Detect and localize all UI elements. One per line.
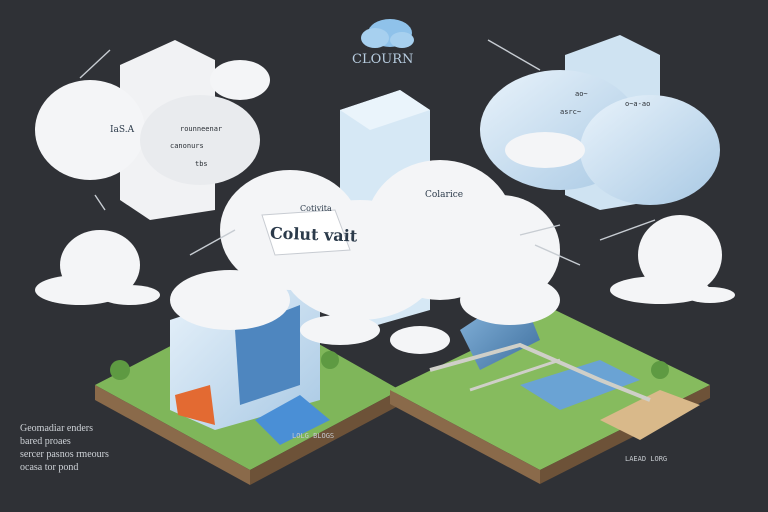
ground-label-left: LOLG BLOGS [292,432,335,440]
flow-arrows [79,39,656,266]
right-panel-line-2: asrc~ [560,108,582,116]
top-small-cloud [361,19,414,48]
legend-caption: Geomadiar enders bared proaes sercer pas… [20,422,109,474]
left-block-line-1: rounneenar [180,125,223,133]
ground-label-right: LAEAD LORG [625,455,668,463]
caption-line-1: Geomadiar enders [20,423,94,434]
center-cloud-cluster [170,160,560,354]
right-tower [480,35,720,210]
right-panel-line-1: ao~ [575,90,588,98]
caption-line-2: bared proaes [20,436,71,447]
center-sign-label: Colut vait [269,223,358,246]
right-panel-line-3: o~a-ao [625,100,651,108]
center-sign [261,209,351,256]
left-block-label: IaS.A [110,125,135,135]
left-cloud [35,230,160,305]
top-title: CLOURN [352,52,414,67]
right-cloud [610,215,735,304]
left-block [35,40,270,220]
left-block-line-2: canonurs [170,142,204,150]
left-block-line-3: tbs [195,160,208,168]
caption-line-4: ocasa tor pond [20,462,79,473]
center-small-label: Cotivita [300,204,332,213]
right-tower-label: Colarice [425,190,464,200]
caption-line-3: sercer pasnos rmeours [20,449,109,460]
